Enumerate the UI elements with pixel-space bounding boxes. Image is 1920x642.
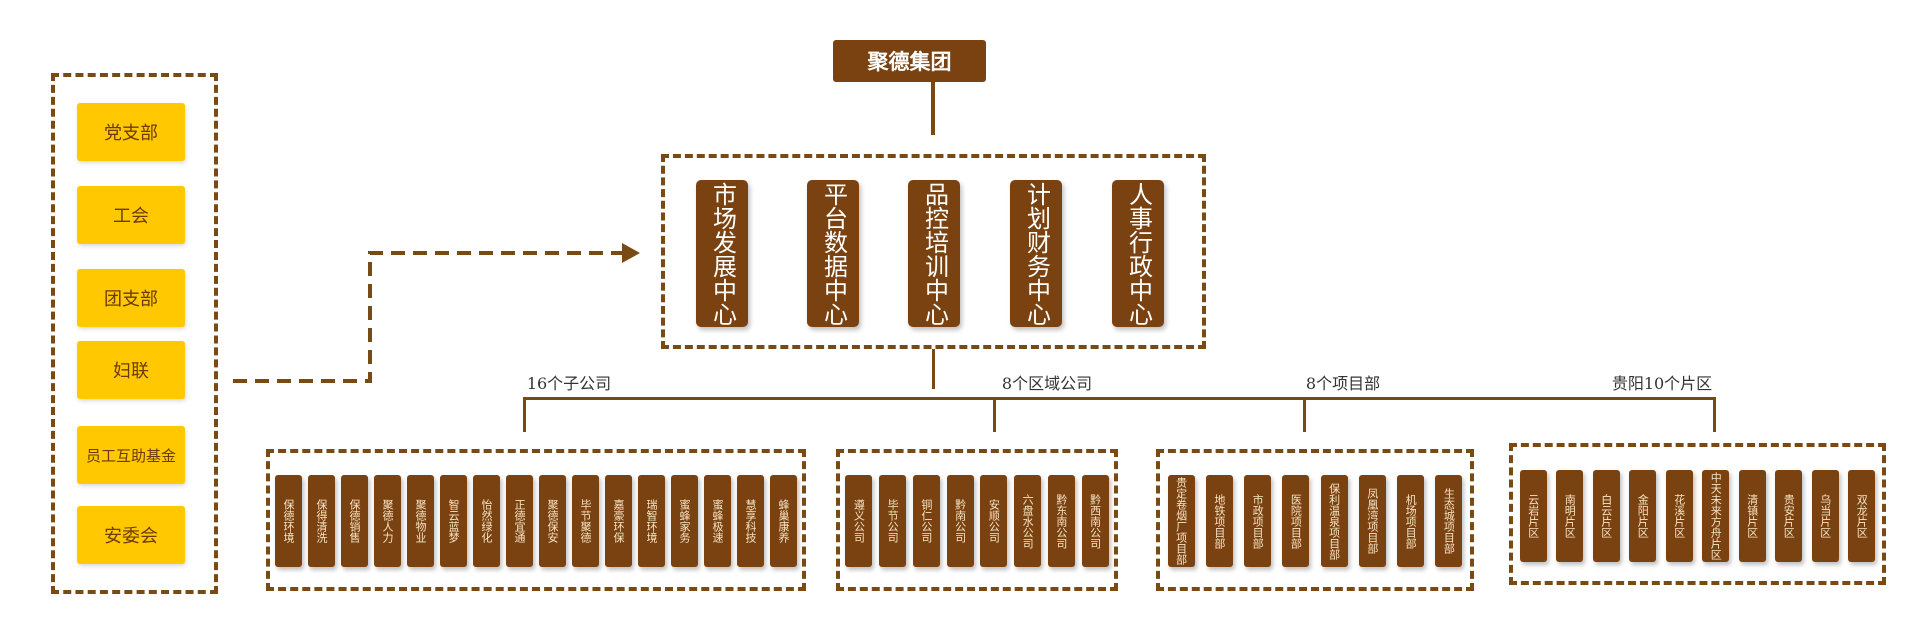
- unit-item: 遵义公司: [845, 475, 873, 567]
- unit-item: 中天未来方舟片区: [1702, 470, 1730, 562]
- unit-safety-committee: 安委会: [77, 506, 185, 564]
- districts-row: 云岩片区南明片区白云片区金阳片区花溪片区中天未来方舟片区清镇片区贵安片区乌当片区…: [1515, 470, 1880, 562]
- group-title: 聚德集团: [833, 40, 986, 82]
- unit-item: 智云蓝梦: [440, 475, 467, 567]
- unit-item: 医院项目部: [1282, 475, 1310, 567]
- unit-item: 贵定卷烟厂项目部: [1167, 475, 1195, 567]
- unit-item: 保利温泉项目部: [1320, 475, 1348, 567]
- unit-item: 保德环境: [275, 475, 302, 567]
- unit-item: 生态城项目部: [1435, 475, 1463, 567]
- unit-party-branch: 党支部: [77, 103, 185, 161]
- unit-mutual-aid-fund: 员工互助基金: [77, 426, 185, 484]
- unit-item: 嘉豪环保: [605, 475, 632, 567]
- unit-item: 毕节公司: [879, 475, 907, 567]
- subsidiaries-row: 保德环境保得清洗保德销售聚德人力聚德物业智云蓝梦怡然绿化正德宜通聚德保安毕节聚德…: [272, 475, 800, 567]
- unit-item: 蜂巢康养: [770, 475, 797, 567]
- projects-row: 贵定卷烟厂项目部地铁项目部市政项目部医院项目部保利温泉项目部凤凰湾项目部机场项目…: [1162, 472, 1468, 570]
- connector-line: [932, 349, 935, 389]
- unit-item: 聚德人力: [374, 475, 401, 567]
- unit-item: 地铁项目部: [1205, 475, 1233, 567]
- unit-union: 工会: [77, 186, 185, 244]
- unit-item: 怡然绿化: [473, 475, 500, 567]
- left-units-box: [51, 73, 218, 594]
- unit-item: 南明片区: [1556, 470, 1584, 562]
- districts-box: [1509, 443, 1886, 585]
- group-label-subsidiaries: 16个子公司: [526, 374, 612, 393]
- center-market: 市场发展中心: [696, 180, 748, 327]
- unit-item: 聚德物业: [407, 475, 434, 567]
- unit-item: 蜜蜂家务: [671, 475, 698, 567]
- unit-item: 黔东南公司: [1047, 475, 1075, 567]
- unit-item: 毕节聚德: [572, 475, 599, 567]
- group-label-projects: 8个项目部: [1305, 374, 1381, 393]
- arrow-head-icon: [622, 243, 640, 263]
- unit-item: 金阳片区: [1629, 470, 1657, 562]
- unit-item: 市政项目部: [1244, 475, 1272, 567]
- drop-line: [1303, 397, 1306, 432]
- group-label-regional: 8个区域公司: [1001, 374, 1093, 393]
- unit-item: 双龙片区: [1848, 470, 1876, 562]
- group-label-districts: 贵阳10个片区: [1611, 374, 1713, 393]
- unit-item: 保德销售: [341, 475, 368, 567]
- subsidiaries-box: [266, 449, 806, 591]
- center-platform-data: 平台数据中心: [807, 180, 859, 327]
- unit-womens-federation: 妇联: [77, 341, 185, 399]
- unit-item: 贵安片区: [1775, 470, 1803, 562]
- unit-item: 蜜蜂极速: [704, 475, 731, 567]
- center-finance: 计划财务中心: [1010, 180, 1062, 327]
- unit-item: 黔南公司: [946, 475, 974, 567]
- projects-box: [1156, 449, 1474, 591]
- branch-line: [524, 397, 1715, 400]
- drop-line: [1713, 397, 1716, 432]
- unit-youth-league: 团支部: [77, 269, 185, 327]
- drop-line: [993, 397, 996, 432]
- regional-row: 遵义公司毕节公司铜仁公司黔南公司安顺公司六盘水公司黔东南公司黔西南公司: [842, 475, 1112, 567]
- unit-item: 凤凰湾项目部: [1358, 475, 1386, 567]
- unit-item: 聚德保安: [539, 475, 566, 567]
- unit-item: 白云片区: [1592, 470, 1620, 562]
- centers-box: [661, 154, 1206, 349]
- unit-item: 清镇片区: [1738, 470, 1766, 562]
- unit-item: 花溪片区: [1665, 470, 1693, 562]
- unit-item: 慧享科技: [737, 475, 764, 567]
- unit-item: 铜仁公司: [912, 475, 940, 567]
- unit-item: 机场项目部: [1397, 475, 1425, 567]
- unit-item: 云岩片区: [1519, 470, 1547, 562]
- drop-line: [523, 397, 526, 432]
- regional-box: [836, 449, 1118, 591]
- center-hr-admin: 人事行政中心: [1112, 180, 1164, 327]
- unit-item: 瑞智环境: [638, 475, 665, 567]
- unit-item: 乌当片区: [1811, 470, 1839, 562]
- unit-item: 安顺公司: [980, 475, 1008, 567]
- unit-item: 保得清洗: [308, 475, 335, 567]
- center-quality-training: 品控培训中心: [908, 180, 960, 327]
- unit-item: 正德宜通: [506, 475, 533, 567]
- unit-item: 黔西南公司: [1081, 475, 1109, 567]
- connector-line: [931, 82, 935, 135]
- unit-item: 六盘水公司: [1014, 475, 1042, 567]
